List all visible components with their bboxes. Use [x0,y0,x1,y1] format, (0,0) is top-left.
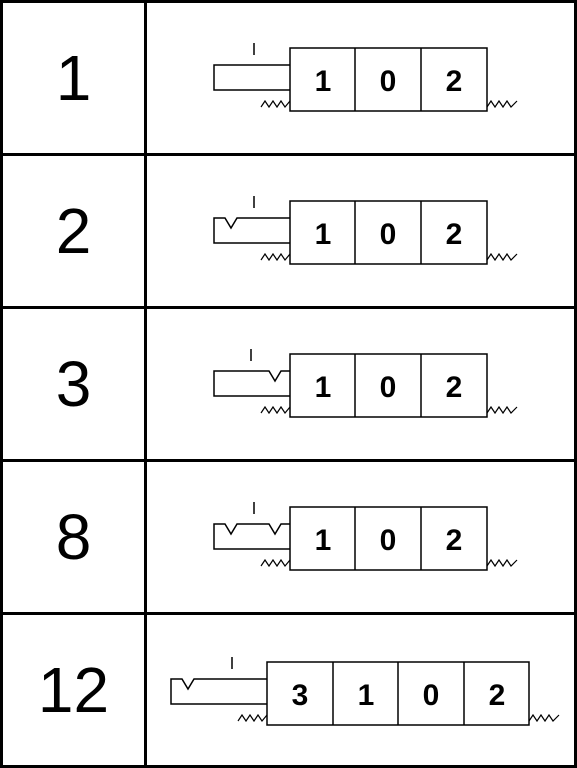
code-box [289,353,488,418]
key-blade [213,64,290,91]
key-diagram-cell: 3 1 0 2 [147,615,574,765]
code-digit: 2 [446,524,463,557]
row-number-cell: 1 [3,3,147,153]
code-digit: 1 [358,679,375,712]
code-digit: 0 [380,65,397,98]
code-box [289,47,488,112]
key-blade [170,678,267,705]
key-diagram: 3 1 0 2 [170,657,560,726]
key-diagram: 1 0 2 [213,349,518,418]
ground-hatch-left [237,713,268,723]
row-number-cell: 12 [3,615,147,765]
code-digit: 0 [380,218,397,251]
ground-hatch-right [528,713,560,723]
row-number-cell: 8 [3,462,147,612]
code-digit: 1 [315,218,332,251]
row-number: 2 [55,195,92,267]
code-digit: 0 [380,524,397,557]
code-box [289,200,488,265]
key-blade [213,523,290,550]
code-digit: 0 [380,371,397,404]
table-row: 2 1 0 2 [3,156,574,309]
table-row: 12 3 1 0 2 [3,615,574,765]
row-number: 1 [55,42,92,114]
code-digit: 1 [315,524,332,557]
code-digit: 2 [446,371,463,404]
ground-hatch-right [486,558,518,568]
key-diagram: 1 0 2 [213,502,518,571]
key-blade [213,370,290,397]
code-digit: 2 [489,679,506,712]
ground-hatch-left [260,558,291,568]
key-diagram-cell: 1 0 2 [147,3,574,153]
row-number-cell: 2 [3,156,147,306]
key-diagram-cell: 1 0 2 [147,462,574,612]
table-row: 3 1 0 2 [3,309,574,462]
row-number: 3 [55,348,92,420]
code-digit: 0 [423,679,440,712]
code-digit: 2 [446,65,463,98]
code-digit: 3 [292,679,309,712]
ground-hatch-right [486,405,518,415]
ground-hatch-left [260,252,291,262]
code-box [289,506,488,571]
row-number: 8 [55,501,92,573]
code-digit: 2 [446,218,463,251]
ground-hatch-left [260,405,291,415]
table-row: 8 1 0 2 [3,462,574,615]
key-diagram: 1 0 2 [213,196,518,265]
row-number-cell: 3 [3,309,147,459]
key-diagram-cell: 1 0 2 [147,156,574,306]
ground-hatch-right [486,99,518,109]
table-row: 1 1 0 2 [3,3,574,156]
code-digit: 1 [315,65,332,98]
ground-hatch-right [486,252,518,262]
key-diagram-cell: 1 0 2 [147,309,574,459]
key-diagram: 1 0 2 [213,43,518,112]
code-digit: 1 [315,371,332,404]
ground-hatch-left [260,99,291,109]
row-number: 12 [37,654,110,726]
key-blade [213,217,290,244]
